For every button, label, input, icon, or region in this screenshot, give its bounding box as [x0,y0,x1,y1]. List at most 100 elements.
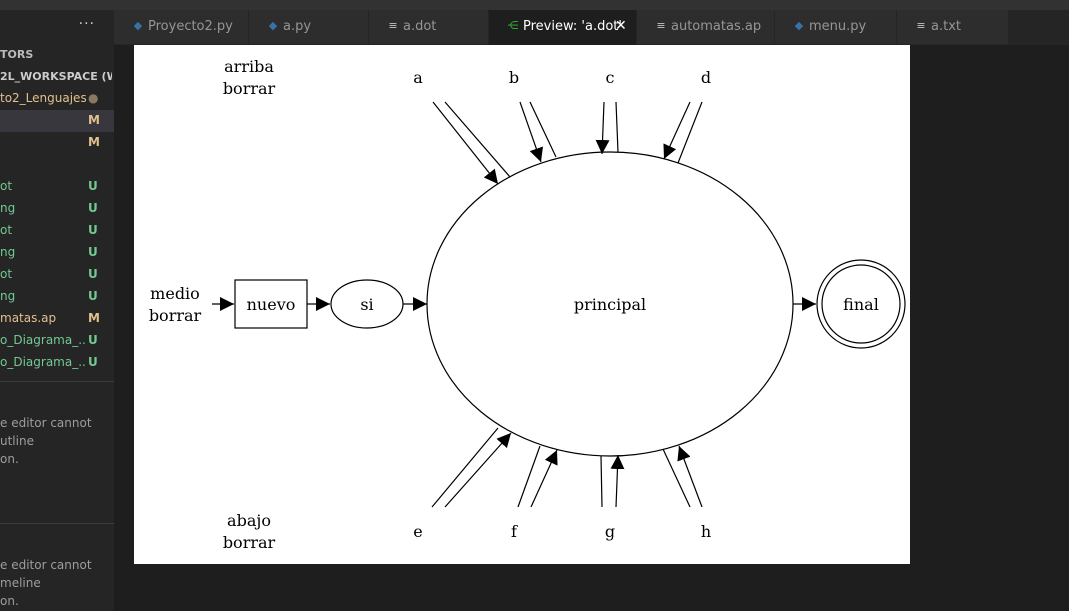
git-status-badge: M [88,135,100,149]
tab-label: Proyecto2.py [148,19,233,34]
in-label-e: e [413,522,422,541]
edge-h-2 [677,445,703,508]
file-name: ot [0,179,13,193]
timeline-divider [0,523,114,524]
file-item[interactable]: M [0,110,114,132]
more-actions-icon[interactable]: ··· [78,16,95,32]
sidebar-header: ··· [0,10,114,44]
python-icon: ◆ [794,19,804,32]
git-status-badge: M [88,113,100,127]
edge-label-borrar-mid: borrar [149,306,202,325]
edge-f-1 [517,445,541,508]
file-item[interactable]: ot U [0,264,114,286]
file-name: ng [0,289,16,303]
file-item[interactable]: ng U [0,198,114,220]
tab-bar: ◆ Proyecto2.py ◆ a.py ≡ a.dot ⋲Preview: 'a.dot… [114,10,1069,45]
git-status-badge: U [88,267,98,281]
tab-label: Preview: 'a.dot' [523,19,622,34]
node-final-label: final [843,295,879,314]
tab-a-dot[interactable]: ≡ a.dot [369,10,489,44]
file-name: ot [0,223,13,237]
in-label-a: a [413,68,423,87]
in-label-h: h [701,522,711,541]
timeline-message: e editor cannot meline on. [0,558,92,608]
file-item[interactable]: ot U [0,220,114,242]
tab-label: a.dot [403,19,437,34]
edge-label-arriba: arriba [224,57,274,76]
file-item[interactable]: ng U [0,242,114,264]
open-editors-header[interactable]: TORS [0,48,34,61]
edge-h-1 [662,448,691,508]
tab-label: a.txt [931,19,961,34]
tab-label: a.py [283,19,312,34]
file-name: ng [0,201,16,215]
file-item[interactable]: to2_Lenguajes● [0,88,114,110]
file-name: o_Diagrama_... [0,333,86,347]
edge-a-2 [444,101,511,178]
edge-label-borrar-top: borrar [223,79,276,98]
title-bar [0,0,1069,10]
in-label-c: c [606,68,615,87]
edge-e-2 [444,432,512,508]
tab-menu-py[interactable]: ◆ menu.py [775,10,897,44]
git-status-badge: U [88,179,98,193]
edge-f-2 [530,449,558,508]
python-icon: ◆ [133,19,143,32]
tab-label: menu.py [809,19,867,34]
dot-preview: nuevo si principal final arriba borrar m… [134,45,910,564]
edge-c-1 [595,101,610,155]
file-item[interactable]: o_Diagrama_...U [0,352,114,374]
lines-icon: ≡ [916,19,926,32]
file-name: to2_Lenguajes [0,91,86,105]
edge-c-2 [615,101,619,153]
tab-a-txt[interactable]: ≡ a.txt [897,10,1009,44]
in-label-f: f [511,522,518,541]
file-name: o_Diagrama_... [0,355,86,369]
git-status-badge: U [88,223,98,237]
workspace-header[interactable]: 2L_WORKSPACE (W... [0,70,112,83]
edge-label-borrar-bot: borrar [223,533,276,552]
outline-message: e editor cannot utline on. [0,416,92,466]
edge-g-2 [610,454,625,508]
file-item[interactable]: ot U [0,176,114,198]
in-label-g: g [605,522,615,541]
tab-automatas-ap[interactable]: ≡ automatas.ap [637,10,775,44]
edge-b-2 [529,101,557,158]
lines-icon: ≡ [656,19,666,32]
close-icon[interactable]: ✕ [615,18,627,34]
file-name: ng [0,245,16,259]
git-status-badge: U [88,245,98,259]
tab-a-py[interactable]: ◆ a.py [249,10,369,44]
git-status-badge: ● [88,91,99,105]
git-status-badge: U [88,355,98,369]
git-status-badge: U [88,201,98,215]
file-name: matas.ap [0,311,57,325]
node-final-outer[interactable] [816,259,906,349]
git-status-badge: U [88,289,98,303]
git-status-badge: M [88,311,100,325]
edge-label-medio: medio [150,284,200,303]
in-label-b: b [509,68,519,87]
file-item[interactable] [0,154,114,176]
file-item[interactable]: o_Diagrama_...U [0,330,114,352]
tab-preview-a-dot[interactable]: ⋲Preview: 'a.dot'✕ [489,10,637,45]
edge-e-1 [431,427,499,508]
git-status-badge: U [88,333,98,347]
node-si-label: si [360,295,373,314]
python-icon: ◆ [268,19,278,32]
edge-g-1 [600,455,603,508]
edge-d-1 [663,101,691,160]
file-item[interactable]: matas.ap M [0,308,114,330]
tab-label: automatas.ap [671,19,762,34]
node-final-inner [821,264,901,344]
file-item[interactable]: M [0,132,114,154]
tab-proyecto2-py[interactable]: ◆ Proyecto2.py [114,10,249,44]
file-item[interactable]: ng U [0,286,114,308]
graph-svg: nuevo si principal final arriba borrar m… [149,57,906,552]
outline-divider [0,381,114,382]
edge-a-1 [432,101,499,185]
edge-label-abajo: abajo [227,511,271,530]
sidebar: ··· TORS 2L_WORKSPACE (W... to2_Lenguaje… [0,10,114,611]
file-name: ot [0,267,13,281]
lines-icon: ≡ [388,19,398,32]
